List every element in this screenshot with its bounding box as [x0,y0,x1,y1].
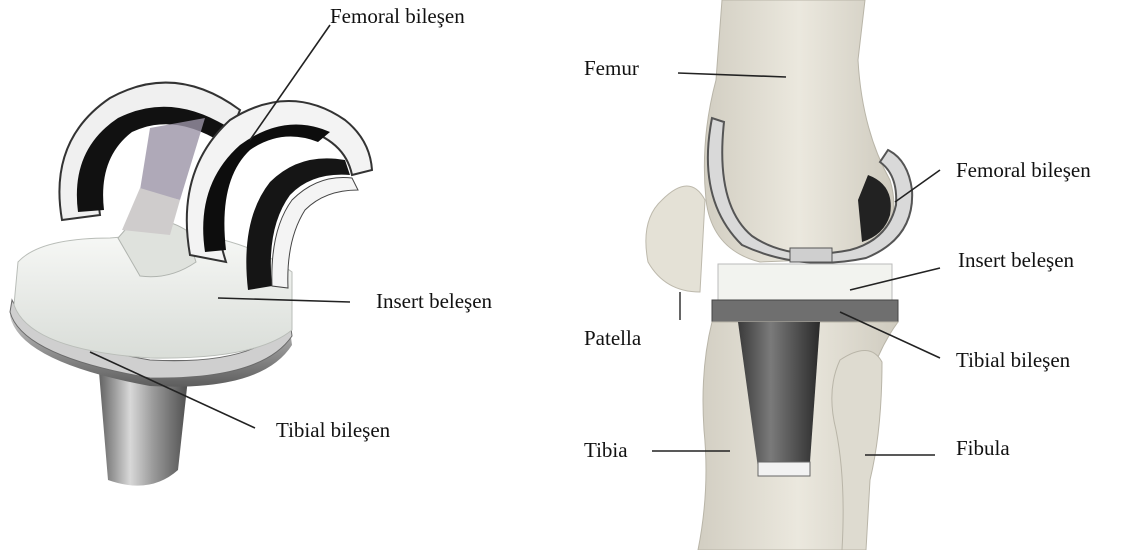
label-femoral-left: Femoral bileşen [330,6,465,27]
label-insert-left: Insert beleşen [376,291,492,312]
right-anatomy [646,0,912,550]
label-fibula: Fibula [956,438,1010,459]
label-tibial-right: Tibial bileşen [956,350,1070,371]
insert-right [718,264,892,300]
label-tibia: Tibia [584,440,628,461]
tibial-tray-right [712,300,898,322]
label-tibial-left: Tibial bileşen [276,420,390,441]
label-femoral-right: Femoral bileşen [956,160,1091,181]
label-femur: Femur [584,58,639,79]
label-insert-right: Insert beleşen [958,250,1074,271]
patella-bone [646,186,705,292]
label-patella: Patella [584,328,641,349]
